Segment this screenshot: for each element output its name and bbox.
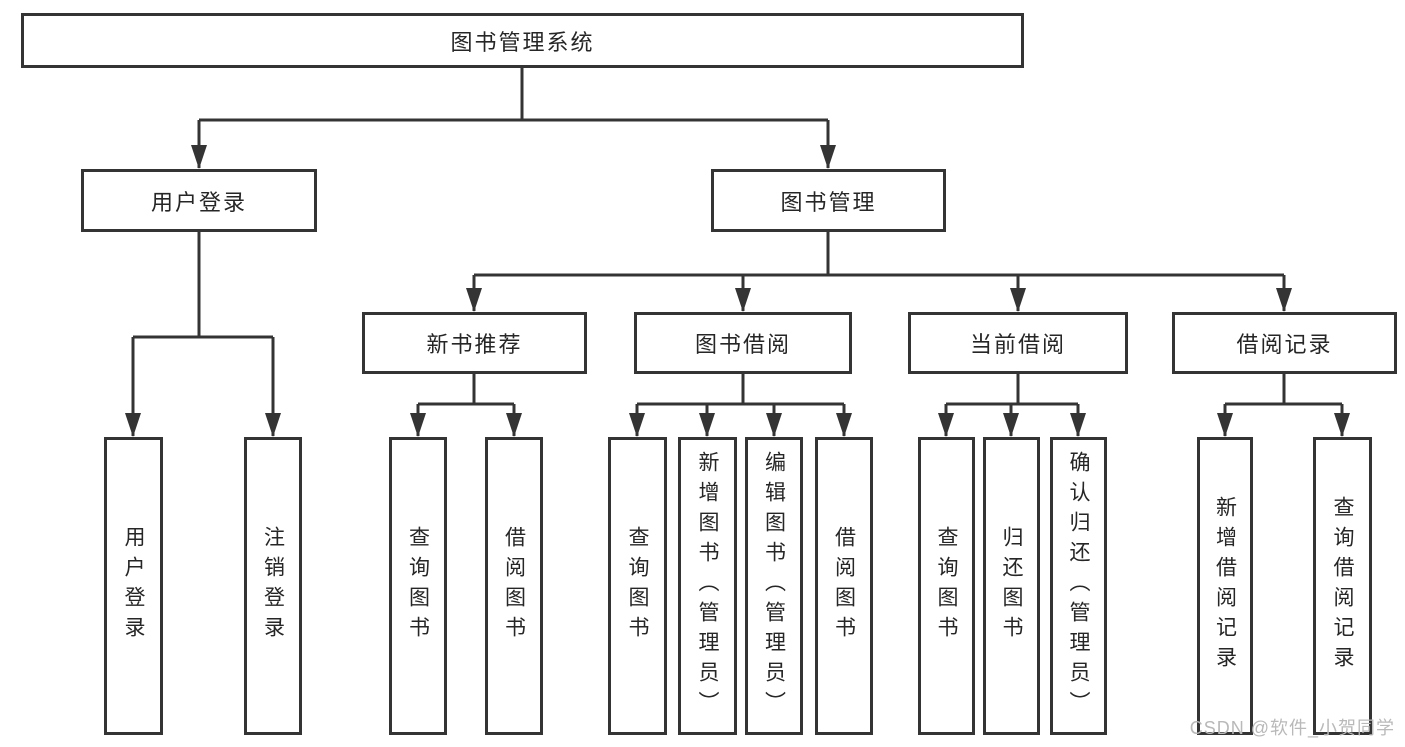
node-current-borrowing-label: 当前借阅: [969, 332, 1066, 357]
leaf-query-borrow-record: 查询借阅记录: [1313, 437, 1372, 735]
leaf-confirm-return-admin-label: 确认归还（管理员）: [1067, 451, 1090, 721]
leaf-logout-label: 注销登录: [261, 526, 285, 646]
node-root: 图书管理系统: [21, 13, 1024, 68]
leaf-user-login: 用户登录: [104, 437, 163, 735]
leaf-query-books-borrowing: 查询图书: [608, 437, 667, 735]
leaf-add-book-admin: 新增图书（管理员）: [678, 437, 737, 735]
leaf-query-books-recommend-label: 查询图书: [406, 526, 430, 646]
leaf-query-books-borrowing-label: 查询图书: [626, 526, 649, 646]
node-book-borrowing: 图书借阅: [634, 312, 852, 374]
leaf-borrow-books-borrowing-label: 借阅图书: [832, 526, 856, 646]
node-book-management: 图书管理: [711, 169, 946, 232]
leaf-return-books: 归还图书: [983, 437, 1040, 735]
leaf-borrow-books-borrowing: 借阅图书: [815, 437, 873, 735]
leaf-user-login-label: 用户登录: [122, 526, 145, 646]
node-user-login-label: 用户登录: [150, 189, 247, 215]
node-root-label: 图书管理系统: [450, 29, 595, 55]
leaf-edit-book-admin-label: 编辑图书（管理员）: [762, 451, 786, 721]
leaf-confirm-return-admin: 确认归还（管理员）: [1050, 437, 1107, 735]
leaf-add-borrow-record: 新增借阅记录: [1197, 437, 1253, 735]
leaf-edit-book-admin: 编辑图书（管理员）: [745, 437, 803, 735]
node-user-login: 用户登录: [81, 169, 317, 232]
watermark: CSDN @软件_小贺同学: [1189, 718, 1395, 738]
node-book-management-label: 图书管理: [780, 189, 877, 215]
node-borrowing-records: 借阅记录: [1172, 312, 1397, 374]
leaf-query-books-current: 查询图书: [918, 437, 975, 735]
leaf-add-book-admin-label: 新增图书（管理员）: [696, 451, 719, 721]
node-book-borrowing-label: 图书借阅: [694, 332, 791, 357]
node-new-book-recommendation: 新书推荐: [362, 312, 587, 374]
leaf-query-books-recommend: 查询图书: [389, 437, 447, 735]
leaf-add-borrow-record-label: 新增借阅记录: [1213, 496, 1237, 676]
leaf-logout: 注销登录: [244, 437, 302, 735]
node-new-book-recommendation-label: 新书推荐: [426, 332, 523, 357]
leaf-query-borrow-record-label: 查询借阅记录: [1331, 496, 1354, 676]
leaf-return-books-label: 归还图书: [1000, 526, 1023, 646]
leaf-borrow-books-recommend: 借阅图书: [485, 437, 543, 735]
node-borrowing-records-label: 借阅记录: [1236, 332, 1333, 357]
node-current-borrowing: 当前借阅: [908, 312, 1128, 374]
leaf-query-books-current-label: 查询图书: [935, 526, 958, 646]
leaf-borrow-books-recommend-label: 借阅图书: [502, 526, 526, 646]
